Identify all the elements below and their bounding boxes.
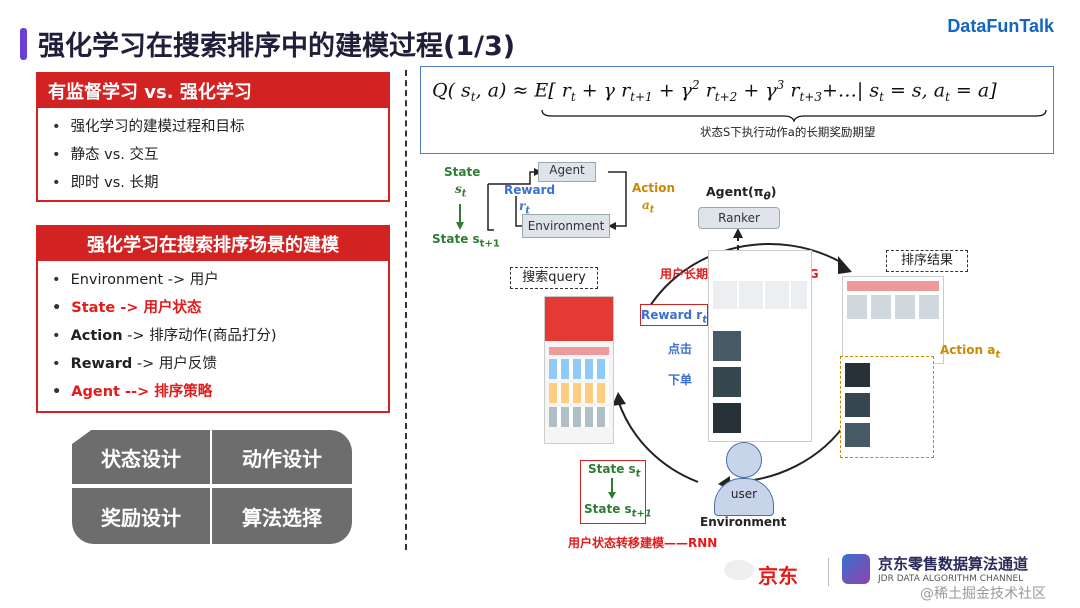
state-st-label: State st xyxy=(588,462,641,480)
supervised-vs-rl-panel: 有监督学习 vs. 强化学习 强化学习的建模过程和目标 静态 vs. 交互 即时… xyxy=(36,72,390,202)
list-item: 即时 vs. 长期 xyxy=(52,171,388,192)
jd-logo-icon xyxy=(724,560,754,580)
channel-subtitle: JDR DATA ALGORITHM CHANNEL xyxy=(878,574,1024,584)
list-item: Environment -> 用户 xyxy=(52,268,388,289)
list-item: Reward -> 用户反馈 xyxy=(52,352,388,373)
agent-box: Agent xyxy=(538,162,596,182)
section-divider xyxy=(405,70,407,550)
panel-header: 强化学习在搜索排序场景的建模 xyxy=(38,227,388,261)
action-at-label: Action at xyxy=(940,343,1001,361)
list-item: State -> 用户状态 xyxy=(52,296,388,317)
action-label: Action xyxy=(632,181,676,195)
jd-logo-text: 京东 xyxy=(758,564,798,588)
state-transition-arrow xyxy=(608,478,616,499)
search-page-screenshot xyxy=(544,296,614,444)
watermark: @稀土掘金技术社区 xyxy=(920,586,1046,602)
rl-loop-arrows xyxy=(456,168,627,231)
list-item: Agent --> 排序策略 xyxy=(52,380,388,401)
order-label: 下单 xyxy=(668,373,693,387)
environment-box: Environment xyxy=(522,214,610,238)
tile-state-design: 状态设计 xyxy=(72,430,210,484)
tile-algorithm-selection: 算法选择 xyxy=(212,488,352,544)
environment-label: Environment xyxy=(700,515,787,529)
ranker-box: Ranker xyxy=(698,207,780,229)
formula-underbrace xyxy=(541,109,1047,122)
channel-logo-icon xyxy=(842,554,870,584)
state-symbol: st xyxy=(455,182,467,200)
rank-result-box: 排序结果 xyxy=(886,250,968,272)
product-list-screenshot xyxy=(708,250,812,442)
q-value-formula: Q( st, a) ≈ E[ rt + γ rt+1 + γ2 rt+2 + γ… xyxy=(432,78,997,105)
state-transition-box xyxy=(580,460,646,524)
panel-header: 有监督学习 vs. 强化学习 xyxy=(38,74,388,108)
search-query-box: 搜索query xyxy=(510,267,598,289)
ranking-result-screenshot xyxy=(842,276,944,364)
click-label: 点击 xyxy=(668,342,693,356)
user-icon xyxy=(726,442,762,478)
title-accent-bar xyxy=(20,28,27,60)
list-item: Action -> 排序动作(商品打分) xyxy=(52,324,388,345)
agent-pi-label: Agent(πθ) xyxy=(706,184,777,203)
ranked-items-box xyxy=(840,356,934,458)
reward-rt-box: Reward rt xyxy=(640,304,708,326)
brand-logo: DataFunTalk xyxy=(947,16,1054,36)
rl-search-modeling-panel: 强化学习在搜索排序场景的建模 Environment -> 用户 State -… xyxy=(36,225,390,413)
state-st1-label: State st+1 xyxy=(584,502,652,520)
tile-action-design: 动作设计 xyxy=(212,430,352,484)
reward-symbol: rt xyxy=(519,199,530,217)
action-symbol: at xyxy=(642,198,655,216)
tile-reward-design: 奖励设计 xyxy=(72,488,210,544)
state-label: State xyxy=(444,165,481,179)
list-item: 静态 vs. 交互 xyxy=(52,143,388,164)
formula-caption: 状态S下执行动作a的长期奖励期望 xyxy=(700,125,876,139)
formula-box xyxy=(420,66,1054,154)
list-item: 强化学习的建模过程和目标 xyxy=(52,115,388,136)
state-next-label: State st+1 xyxy=(432,232,500,250)
rnn-label: 用户状态转移建模——RNN xyxy=(568,536,718,550)
footer-separator xyxy=(828,558,829,586)
page-title: 强化学习在搜索排序中的建模过程(1/3) xyxy=(38,31,516,62)
reward-label: Reward xyxy=(504,183,556,197)
channel-name: 京东零售数据算法通道 xyxy=(878,555,1029,573)
user-body: user xyxy=(714,478,774,516)
